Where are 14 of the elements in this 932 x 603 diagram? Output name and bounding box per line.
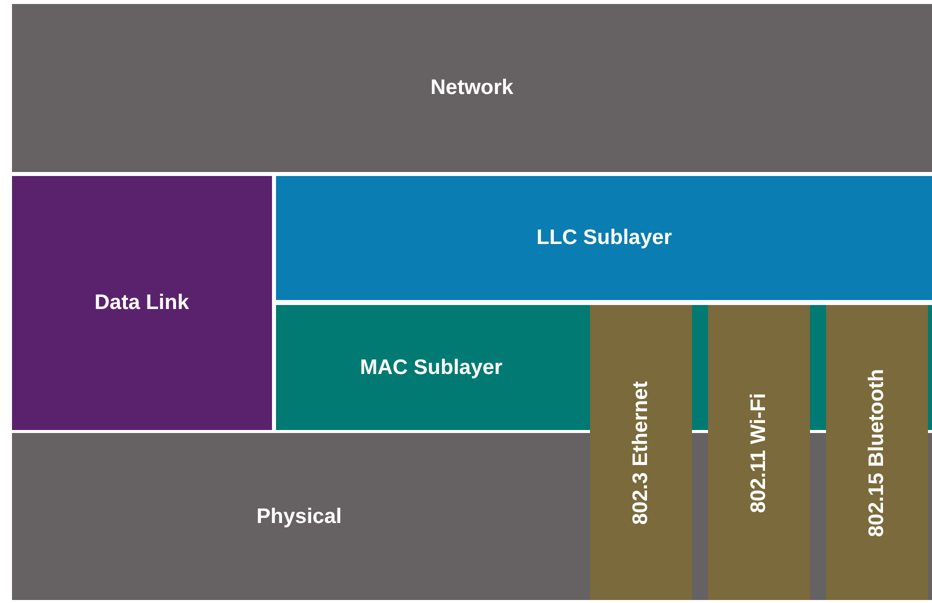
layer-label: Data Link [94, 291, 190, 315]
standard-column [708, 305, 810, 600]
layer-label: Physical [256, 504, 342, 528]
layer-label: Network [430, 76, 514, 100]
layer-band [276, 176, 932, 300]
standard-column [826, 305, 928, 600]
layer-label: MAC Sublayer [360, 356, 502, 380]
standard-column [590, 305, 692, 600]
standard-label: 802.15 Bluetooth [865, 368, 890, 537]
standard-label: 802.3 Ethernet [628, 380, 653, 524]
standard-label: 802.11 Wi-Fi [747, 392, 772, 513]
layer-band [12, 4, 932, 172]
layer-label: LLC Sublayer [536, 226, 672, 250]
layer-band [12, 176, 272, 430]
